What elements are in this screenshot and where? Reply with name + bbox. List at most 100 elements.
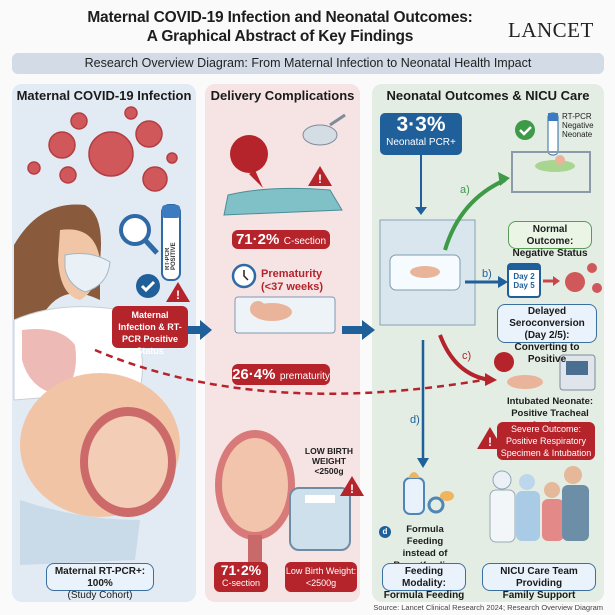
uterus-fetus-illustration	[215, 430, 295, 563]
arrow-to-neonatal	[342, 320, 375, 340]
severe-line-1: Severe Outcome:	[510, 424, 582, 434]
sero-line-1: Delayed Seroconversion	[509, 306, 585, 329]
heading-maternal-infection: Maternal COVID-19 Infection	[16, 88, 192, 103]
csection-stat: 71·2%	[235, 231, 280, 248]
normal-outcome-box: Normal Outcome:Negative Status	[508, 221, 592, 259]
care-line-2: Family Support	[502, 590, 576, 601]
heading-neonatal: Neonatal Outcomes & NICU Care	[386, 88, 590, 103]
calendar-day-2: Day 5	[513, 281, 535, 290]
formula-line-1: Formula Feeding	[406, 524, 444, 547]
neg-label-2: Negative	[562, 121, 594, 130]
svg-text:!: !	[350, 482, 354, 496]
path-d-badge: d	[379, 526, 391, 538]
prematurity-heading: Prematurity(<37 weeks)	[261, 268, 323, 294]
lancet-logo: LANCET	[508, 18, 594, 42]
intubated-line-1: Intubated Neonate:	[506, 396, 594, 407]
test-tube-icon	[547, 112, 559, 156]
normal-line-1: Normal Outcome:	[526, 224, 574, 247]
baby-bottle-icon	[403, 472, 425, 515]
neg-label-1: RT-PCR	[562, 112, 592, 121]
surgical-lamp-icon	[302, 113, 346, 146]
path-d-label: d)	[410, 414, 420, 426]
dashed-transmission-arrow	[94, 348, 496, 395]
pregnant-woman-illustration	[13, 204, 180, 565]
csection-stat-box: 71·2% C-section	[232, 230, 330, 249]
source-footnote: Source: Lancet Clinical Research 2024; R…	[373, 603, 603, 612]
maternal-status-box: Maternal Infection & RT-PCR Positive Sta…	[112, 306, 188, 356]
subtitle-bar: Research Overview Diagram: From Maternal…	[12, 53, 604, 74]
feeding-modality-box: Feeding Modality:Formula Feeding	[382, 563, 466, 601]
neg-label-3: Neonate	[562, 130, 593, 139]
title-line-2: A Graphical Abstract of Key Findings	[146, 28, 414, 45]
lbw-heading-1: LOW BIRTH	[304, 446, 354, 456]
feeding-line-2: Formula Feeding	[383, 590, 465, 601]
heading-delivery: Delivery Complications	[210, 88, 355, 103]
lbw-box-line-2: <2500g	[305, 578, 337, 588]
cohort-box: Maternal RT-PCR+: 100%(Study Cohort)	[46, 563, 154, 601]
cohort-line-2: (Study Cohort)	[67, 590, 133, 601]
care-line-1: NICU Care Team Providing	[500, 566, 578, 589]
virus-icon	[565, 263, 602, 293]
prematurity-heading-2: (<37 weeks)	[261, 281, 324, 293]
path-c-arrow	[438, 334, 491, 382]
check-circle-icon	[136, 274, 160, 298]
svg-text:!: !	[488, 435, 492, 449]
path-b-label: b)	[482, 268, 492, 280]
formula-line-2: instead of	[402, 548, 448, 559]
neonatal-pcr-box: 3·3%Neonatal PCR+	[380, 113, 462, 155]
blood-tube-icon	[494, 352, 514, 372]
path-a-label: a)	[460, 184, 470, 196]
page-title: Maternal COVID-19 Infection and Neonatal…	[60, 8, 500, 46]
prematurity-heading-1: Prematurity	[261, 268, 323, 280]
cohort-line-1: Maternal RT-PCR+: 100%	[54, 566, 146, 589]
csection-box-bottom: 71·2%C-section	[214, 562, 268, 592]
feeding-line-1: Feeding Modality:	[402, 566, 446, 589]
path-a-arrow	[443, 178, 506, 251]
prematurity-stat: 26·4%	[232, 366, 276, 383]
sero-line-3: Converting to Positive	[514, 342, 580, 365]
tube-label: RT-PCR POSITIVE	[165, 242, 177, 270]
surgery-speech-icon	[230, 135, 268, 188]
lbw-heading-3: <2500g	[314, 466, 344, 476]
magnifier-swab-icon	[119, 214, 159, 255]
seroconversion-box: Delayed Seroconversion(Day 2/5):Converti…	[497, 304, 597, 365]
severe-line-2: Positive Respiratory	[505, 436, 587, 446]
prematurity-stat-box: 26·4% prematurity	[232, 364, 330, 385]
csection-box-label: C-section	[221, 578, 260, 588]
intubated-neonate-illustration	[507, 354, 596, 391]
prematurity-label: prematurity	[279, 371, 330, 382]
warning-icon: !	[308, 166, 332, 186]
nicu-incubator-illustration	[379, 219, 476, 326]
warning-icon: !	[477, 427, 503, 449]
path-c-label: c)	[462, 350, 472, 362]
crib-illustration	[511, 151, 591, 193]
surgical-drape	[223, 187, 343, 216]
nicu-team-family-illustration	[489, 466, 589, 543]
check-circle-icon	[515, 120, 535, 140]
sero-line-2: (Day 2/5):	[524, 330, 570, 341]
svg-text:!: !	[176, 288, 180, 302]
warning-icon: !	[340, 476, 364, 496]
csection-label: C-section	[283, 236, 327, 247]
test-tube-icon	[161, 204, 181, 281]
lbw-heading-2: WEIGHT	[312, 456, 346, 466]
pcr-stat: 3·3%	[396, 113, 446, 136]
csection-box-stat: 71·2%	[220, 562, 262, 578]
scale-icon	[289, 487, 351, 551]
arrow-to-delivery	[188, 320, 212, 340]
incubator-baby-illustration	[234, 296, 336, 334]
virus-icon	[27, 106, 178, 192]
warning-icon: !	[166, 282, 190, 302]
clock-icon	[231, 263, 257, 289]
pcr-label: Neonatal PCR+	[386, 137, 456, 148]
svg-text:!: !	[318, 172, 322, 186]
lbw-box-line-1: Low Birth Weight:	[285, 566, 357, 576]
title-line-1: Maternal COVID-19 Infection and Neonatal…	[87, 9, 473, 26]
normal-line-2: Negative Status	[512, 248, 588, 259]
calendar-icon	[507, 263, 541, 298]
